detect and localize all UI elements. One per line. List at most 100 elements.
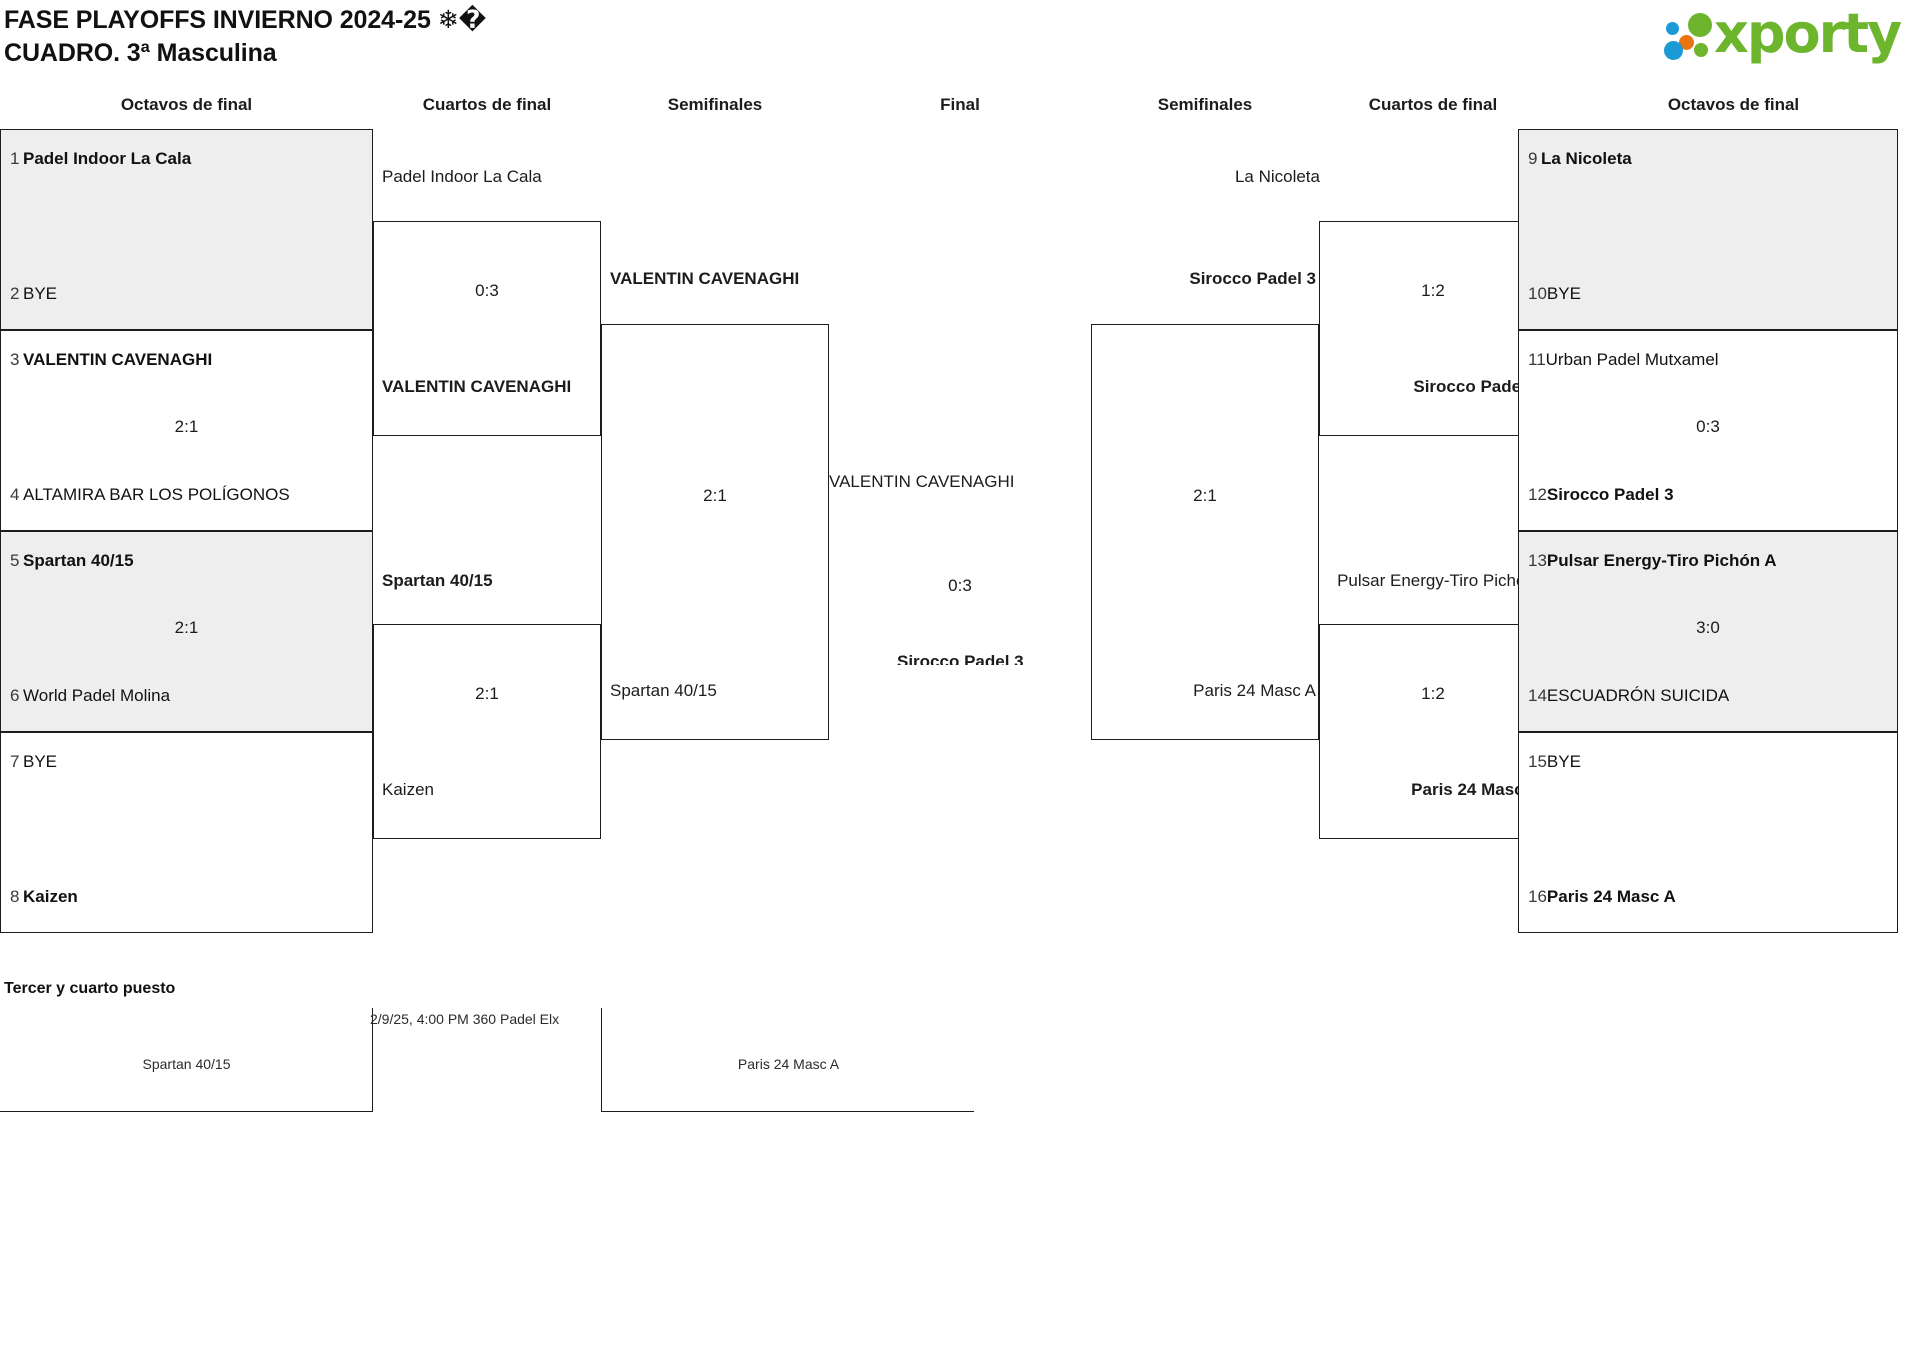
third-place-right-box[interactable]: Paris 24 Masc A [601,1008,974,1112]
page-header: FASE PLAYOFFS INVIERNO 2024-25 ❄� CUADRO… [0,0,1920,78]
team-name: Sirocco Padel 3 [1546,485,1674,504]
team-name: BYE [23,752,58,771]
right-qf-1-score: 1:2 [1421,281,1445,300]
team-name: Spartan 40/15 [23,551,134,570]
right-qf-1-bottom-team: Sirocco Padel 3 [1413,377,1540,396]
logo-dot-blue-large [1664,41,1683,60]
team-name: Urban Padel Mutxamel [1545,350,1719,369]
team-name: ALTAMIRA BAR LOS POLÍGONOS [23,485,290,504]
logo-dot-green-large [1688,13,1712,37]
right-r16-slot-16: 16Paris 24 Masc A [1519,885,1897,909]
round-label-left-sf: Semifinales [667,95,763,114]
right-r16-slot-14: 14ESCUADRÓN SUICIDA [1519,684,1897,708]
seed-number: 9 [1528,149,1538,168]
right-qf-match-1[interactable]: 1:2 Sirocco Padel 3 [1319,221,1547,436]
xporty-logo[interactable]: xporty [1652,2,1902,66]
left-qf-1-top-team: Padel Indoor La Cala [382,167,542,186]
seed-number: 16 [1528,887,1547,906]
right-sf-top-team: Sirocco Padel 3 [1189,269,1316,288]
right-r16-slot-13: 13Pulsar Energy-Tiro Pichón A [1519,549,1897,573]
team-name: Paris 24 Masc A [1546,887,1676,906]
logo-dots-icon [1662,10,1724,62]
team-name: BYE [23,284,58,303]
left-sf-match[interactable]: 2:1 Spartan 40/15 [601,324,829,740]
seed-number: 5 [10,551,20,570]
right-r16-match-3[interactable]: 13Pulsar Energy-Tiro Pichón A 3:0 14ESCU… [1518,531,1898,732]
team-name: Pulsar Energy-Tiro Pichón A [1546,551,1777,570]
right-r16-slot-12: 12Sirocco Padel 3 [1519,483,1897,507]
seed-number: 12 [1528,485,1547,504]
round-label-right-sf: Semifinales [1157,95,1253,114]
team-name: ESCUADRÓN SUICIDA [1546,686,1730,705]
left-r16-score-2: 2:1 [174,417,199,436]
round-label-final: Final [940,95,980,114]
left-qf-2-top-team: Spartan 40/15 [382,571,493,590]
right-qf-2-top-team: Pulsar Energy-Tiro Pichón A [1337,571,1550,590]
team-name: World Padel Molina [23,686,171,705]
round-label-left-r16: Octavos de final [120,95,253,114]
right-r16-score-2: 0:3 [1696,417,1720,436]
third-place-left-box[interactable]: Spartan 40/15 [0,1008,373,1112]
third-place-heading: Tercer y cuarto puesto [4,980,176,997]
right-qf-2-score: 1:2 [1421,684,1445,703]
left-qf-1-bottom-team: VALENTIN CAVENAGHI [382,377,572,396]
right-r16-slot-15: 15BYE [1519,750,1897,774]
logo-dot-green-small [1694,43,1708,57]
logo-dot-orange [1679,35,1694,50]
seed-number: 4 [10,485,20,504]
right-r16-match-4[interactable]: 15BYE 16Paris 24 Masc A [1518,732,1898,933]
left-qf-1-score: 0:3 [475,281,499,300]
logo-dot-blue-small [1666,22,1679,35]
right-sf-match[interactable]: 2:1 Paris 24 Masc A [1091,324,1319,740]
seed-number: 10 [1528,284,1547,303]
right-r16-slot-10: 10BYE [1519,282,1897,306]
third-place-schedule: 2/9/25, 4:00 PM 360 Padel Elx [370,1011,560,1027]
seed-number: 11 [1528,350,1546,369]
left-r16-score-3: 2:1 [174,618,199,637]
left-qf-2-score: 2:1 [475,684,499,703]
right-qf-match-2[interactable]: 1:2 Paris 24 Masc A [1319,624,1547,839]
team-name: Kaizen [23,887,78,906]
left-qf-match-2[interactable]: 2:1 Kaizen [373,624,601,839]
round-label-right-r16: Octavos de final [1667,95,1800,114]
right-sf-score: 2:1 [1193,486,1217,505]
seed-number: 6 [10,686,20,705]
seed-number: 1 [10,149,20,168]
seed-number: 7 [10,752,20,771]
final-match[interactable]: 0:3 Sirocco Padel 3 [829,525,1091,665]
left-qf-2-bottom-team: Kaizen [382,780,434,799]
right-r16-score-3: 3:0 [1696,618,1720,637]
final-top-team: VALENTIN CAVENAGHI [829,472,1015,491]
final-score: 0:3 [948,576,972,595]
left-qf-match-1[interactable]: 0:3 VALENTIN CAVENAGHI [373,221,601,436]
page-title: FASE PLAYOFFS INVIERNO 2024-25 ❄� CUADRO… [4,4,486,70]
right-qf-2-bottom-team: Paris 24 Masc A [1411,780,1540,799]
third-place-team-right: Paris 24 Masc A [737,1056,840,1072]
logo-wordmark: xporty [1714,2,1902,65]
seed-number: 2 [10,284,20,303]
left-sf-score: 2:1 [703,486,727,505]
right-r16-match-2[interactable]: 11Urban Padel Mutxamel 0:3 12Sirocco Pad… [1518,330,1898,531]
round-label-right-qf: Cuartos de final [1368,95,1498,114]
round-label-left-qf: Cuartos de final [422,95,552,114]
right-sf-bottom-team: Paris 24 Masc A [1193,681,1316,700]
seed-number: 15 [1528,752,1547,771]
left-sf-top-team: VALENTIN CAVENAGHI [610,269,800,288]
left-sf-bottom-team: Spartan 40/15 [610,681,717,700]
team-name: BYE [1546,284,1581,303]
seed-number: 13 [1528,551,1547,570]
right-qf-1-top-team: La Nicoleta [1234,167,1320,186]
title-line-2: CUADRO. 3ª Masculina [4,39,277,67]
